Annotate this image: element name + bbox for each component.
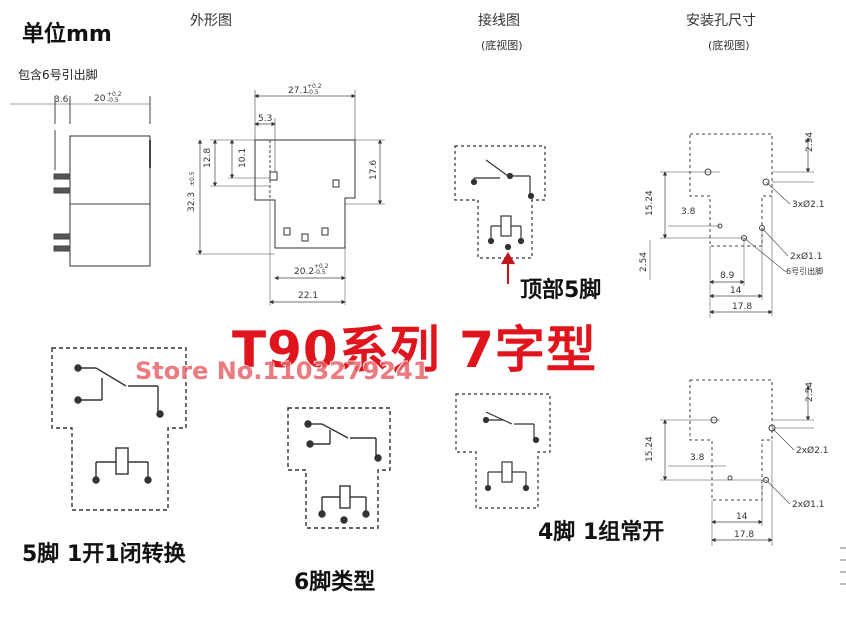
pin6-label: 6号引出脚 — [786, 266, 823, 276]
dim-15-24-a: 15.24 — [645, 190, 655, 216]
wiring-diagram-6pin — [287, 407, 391, 529]
dim-32-3: 32.3 — [187, 192, 197, 212]
dim-20-2-tol-up: +0.2 — [314, 263, 329, 270]
dim-2x1-1-a: 2xØ1.1 — [790, 251, 822, 262]
wiring-diagram-top — [454, 145, 546, 259]
wiring-diagram-4pin — [455, 393, 551, 509]
dim-20-2: 20.2 — [294, 267, 314, 277]
dim-32-3-tol: ±0.5 — [189, 171, 196, 186]
dim-20-tol-up: +0.2 — [107, 91, 122, 98]
dim-22-1: 22.1 — [298, 291, 318, 301]
dim-17-8-a: 17.8 — [732, 302, 752, 312]
wiring-heading: 接线图 — [478, 13, 520, 29]
six-pin-caption: 6脚类型 — [294, 570, 376, 595]
outline-heading: 外形图 — [190, 13, 232, 29]
pin-note: 包含6号引出脚 — [18, 68, 98, 82]
dim-2-54-b: 2.54 — [639, 252, 649, 272]
wiring-subheading: (底视图) — [481, 39, 523, 52]
unit-label: 单位mm — [22, 22, 112, 47]
dim-2x2-1: 2xØ2.1 — [796, 445, 828, 456]
mounting-heading: 安装孔尺寸 — [686, 13, 756, 29]
dim-20: 20 — [94, 94, 106, 104]
dim-27-1: 27.1 — [288, 86, 308, 96]
series-title: T90系列 7字型 — [232, 321, 597, 379]
mounting-diagram-top — [649, 133, 814, 318]
dim-10-1: 10.1 — [238, 148, 248, 168]
side-view — [10, 96, 151, 267]
four-pin-caption: 4脚 1组常开 — [538, 520, 665, 545]
dim-17-8-b: 17.8 — [734, 530, 754, 540]
dim-3x2-1: 3xØ2.1 — [792, 199, 824, 210]
dim-15-24-b: 15.24 — [645, 436, 655, 462]
dim-5-3: 5.3 — [258, 114, 272, 124]
arrow-icon — [501, 252, 515, 284]
store-watermark: Store No.1103279241 — [135, 357, 430, 385]
dim-17-6: 17.6 — [369, 160, 379, 180]
outline-view — [196, 90, 385, 306]
dim-3-8-a: 3.8 — [681, 207, 696, 217]
dim-14-a: 14 — [730, 286, 742, 296]
five-pin-caption: 5脚 1开1闭转换 — [22, 542, 186, 567]
mounting-diagram-bottom — [660, 379, 814, 546]
mounting-subheading: (底视图) — [708, 39, 750, 52]
dim-27-1-tol-dn: -0.5 — [307, 89, 319, 96]
dim-20-2-tol-dn: -0.5 — [314, 269, 326, 276]
wiring-diagram-5pin — [51, 347, 187, 511]
dim-27-1-tol-up: +0.2 — [307, 83, 322, 90]
dim-14-b: 14 — [736, 512, 748, 522]
dim-2x1-1-b: 2xØ1.1 — [792, 499, 824, 510]
dim-3-8-b: 3.8 — [690, 453, 705, 463]
dim-3-6: 3.6 — [54, 95, 69, 105]
dim-8-9: 8.9 — [720, 271, 735, 281]
dim-2-54-c: 2.54 — [805, 382, 815, 402]
top-pins-label: 顶部5脚 — [520, 278, 602, 303]
dim-20-tol-dn: -0.5 — [107, 97, 119, 104]
dim-2-54-a: 2.54 — [805, 132, 815, 152]
edge-marks — [840, 547, 846, 585]
dim-12-8: 12.8 — [203, 148, 213, 168]
